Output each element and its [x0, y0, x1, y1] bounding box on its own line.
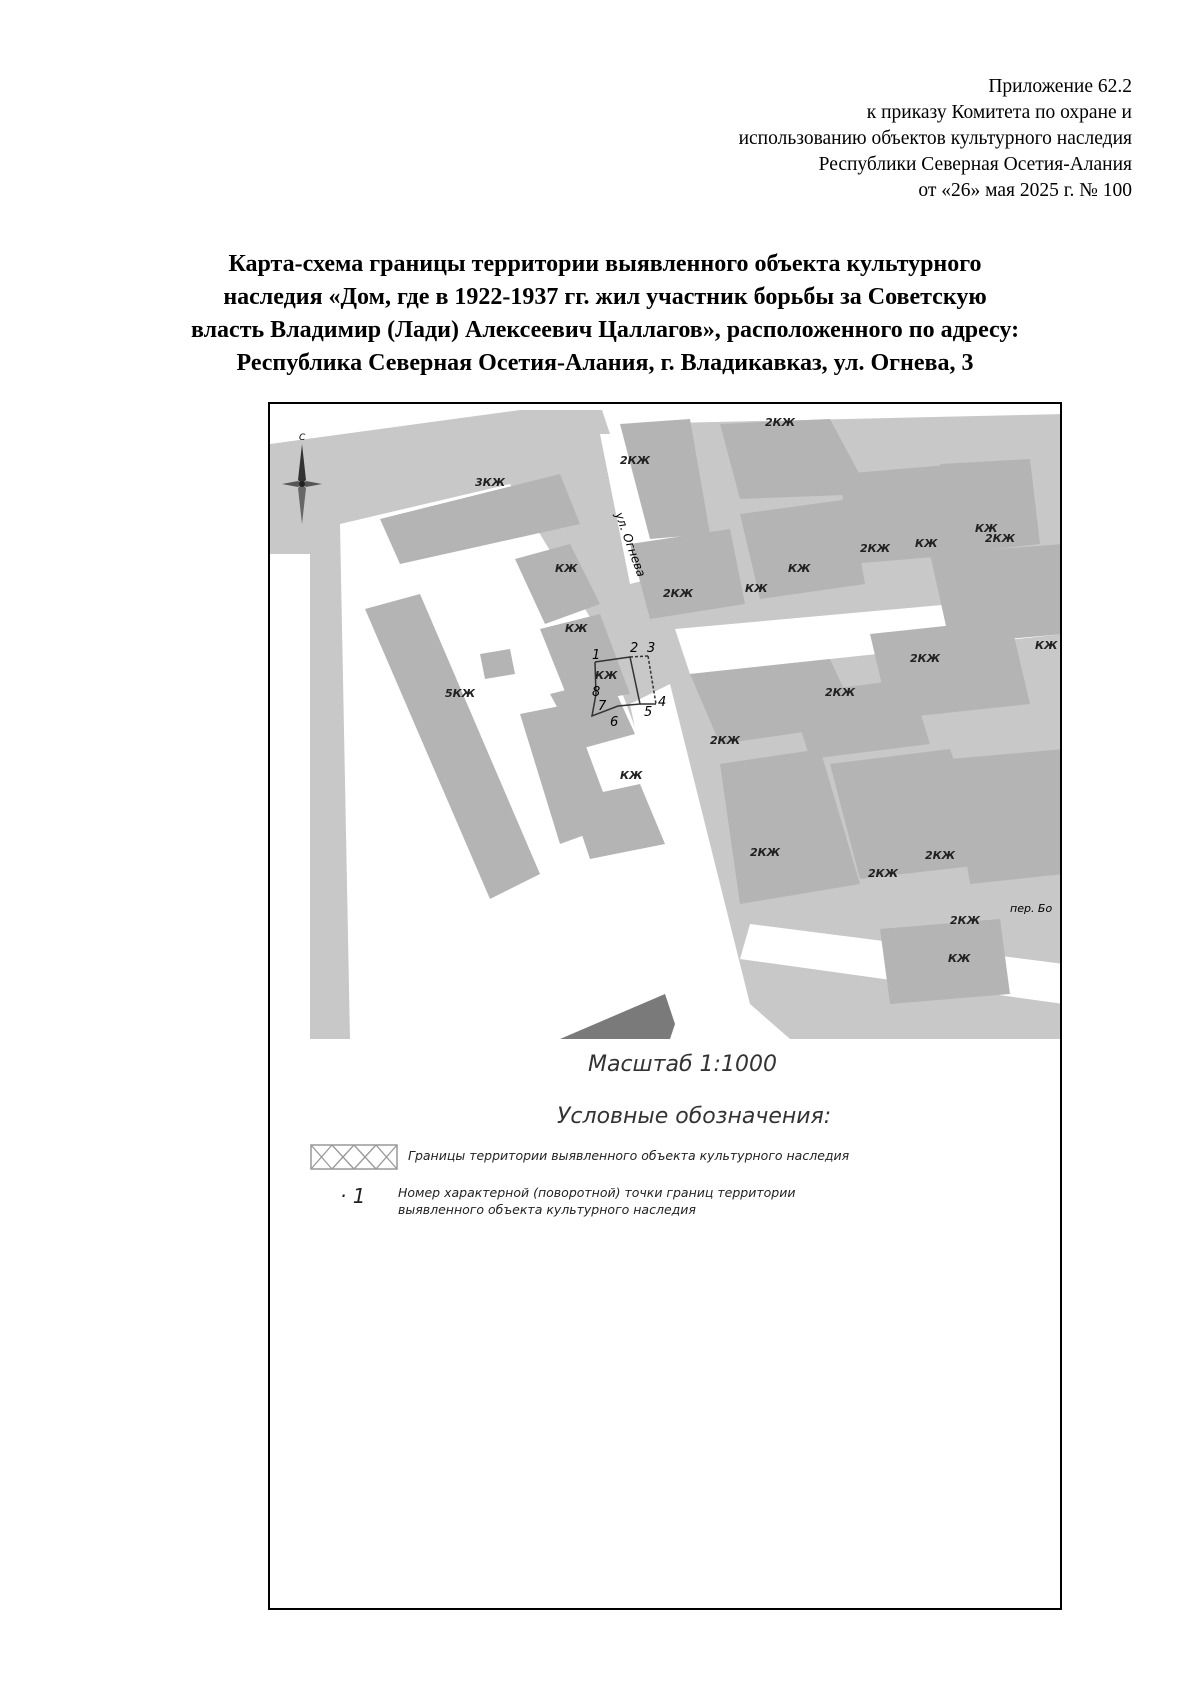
building-label: 3КЖ: [475, 476, 506, 489]
appendix-header: Приложение 62.2 к приказу Комитета по ох…: [432, 74, 1132, 204]
point-label: 1: [592, 648, 600, 663]
appendix-line: Приложение 62.2: [988, 76, 1132, 97]
building-label: 2КЖ: [868, 867, 899, 880]
building-label: 2КЖ: [620, 454, 651, 467]
lane-label: пер. Бо: [1010, 902, 1052, 915]
building-label: КЖ: [595, 669, 618, 682]
building-label: 2КЖ: [925, 849, 956, 862]
document-title: Карта-схема границы территории выявленно…: [110, 248, 1100, 380]
building-label: КЖ: [975, 522, 998, 535]
compass-north: С: [299, 433, 306, 443]
legend-point-text-line: Номер характерной (поворотной) точки гра…: [398, 1185, 796, 1200]
legend-point-symbol: · 1: [340, 1184, 366, 1208]
title-line: Республика Северная Осетия-Алания, г. Вл…: [236, 350, 974, 376]
point-label: 4: [658, 695, 666, 710]
legend-title: Условные обозначения:: [557, 1104, 832, 1129]
building-label: КЖ: [788, 562, 811, 575]
point-label: 6: [610, 715, 618, 730]
point-label: 3: [647, 641, 655, 656]
map-frame: 3КЖ 2КЖ 2КЖ КЖ КЖ КЖ 5КЖ КЖ 2КЖ КЖ КЖ 2К…: [268, 402, 1062, 1610]
building-label: КЖ: [620, 769, 643, 782]
building-label: 2КЖ: [765, 416, 796, 429]
building-label: КЖ: [1035, 639, 1058, 652]
building-label: КЖ: [915, 537, 938, 550]
building-label: 2КЖ: [825, 686, 856, 699]
appendix-line: к приказу Комитета по охране и: [866, 102, 1132, 123]
building-label: КЖ: [565, 622, 588, 635]
title-line: власть Владимир (Лади) Алексеевич Цаллаг…: [190, 317, 1020, 343]
building-label: КЖ: [948, 952, 971, 965]
boundary-hatch-icon: [310, 1144, 398, 1170]
building-label: 2КЖ: [710, 734, 741, 747]
appendix-line: от «26» мая 2025 г. № 100: [918, 180, 1132, 201]
legend-point-text-line: выявленного объекта культурного наследия: [398, 1202, 696, 1217]
legend-boundary-text: Границы территории выявленного объекта к…: [408, 1148, 850, 1163]
point-label: 5: [644, 705, 652, 720]
building-label: 2КЖ: [663, 587, 694, 600]
site-map: 3КЖ 2КЖ 2КЖ КЖ КЖ КЖ 5КЖ КЖ 2КЖ КЖ КЖ 2К…: [270, 404, 1060, 1039]
scale-text: Масштаб 1:1000: [588, 1052, 777, 1077]
point-label: 7: [598, 699, 607, 714]
building-label: 2КЖ: [910, 652, 941, 665]
building-label: КЖ: [555, 562, 578, 575]
compass-icon: С: [282, 433, 322, 524]
point-label: 2: [630, 641, 638, 656]
appendix-line: использованию объектов культурного насле…: [738, 128, 1132, 149]
building-label: 2КЖ: [950, 914, 981, 927]
legend-point-text: Номер характерной (поворотной) точки гра…: [398, 1184, 795, 1218]
point-label: 8: [592, 685, 600, 700]
appendix-line: Республики Северная Осетия-Алания: [818, 154, 1132, 175]
title-line: наследия «Дом, где в 1922-1937 гг. жил у…: [223, 284, 987, 310]
building-label: 2КЖ: [860, 542, 891, 555]
building-label: КЖ: [745, 582, 768, 595]
building-label: 2КЖ: [750, 846, 781, 859]
building-label: 5КЖ: [445, 687, 476, 700]
building-label: 2КЖ: [985, 532, 1016, 545]
title-line: Карта-схема границы территории выявленно…: [228, 251, 982, 277]
